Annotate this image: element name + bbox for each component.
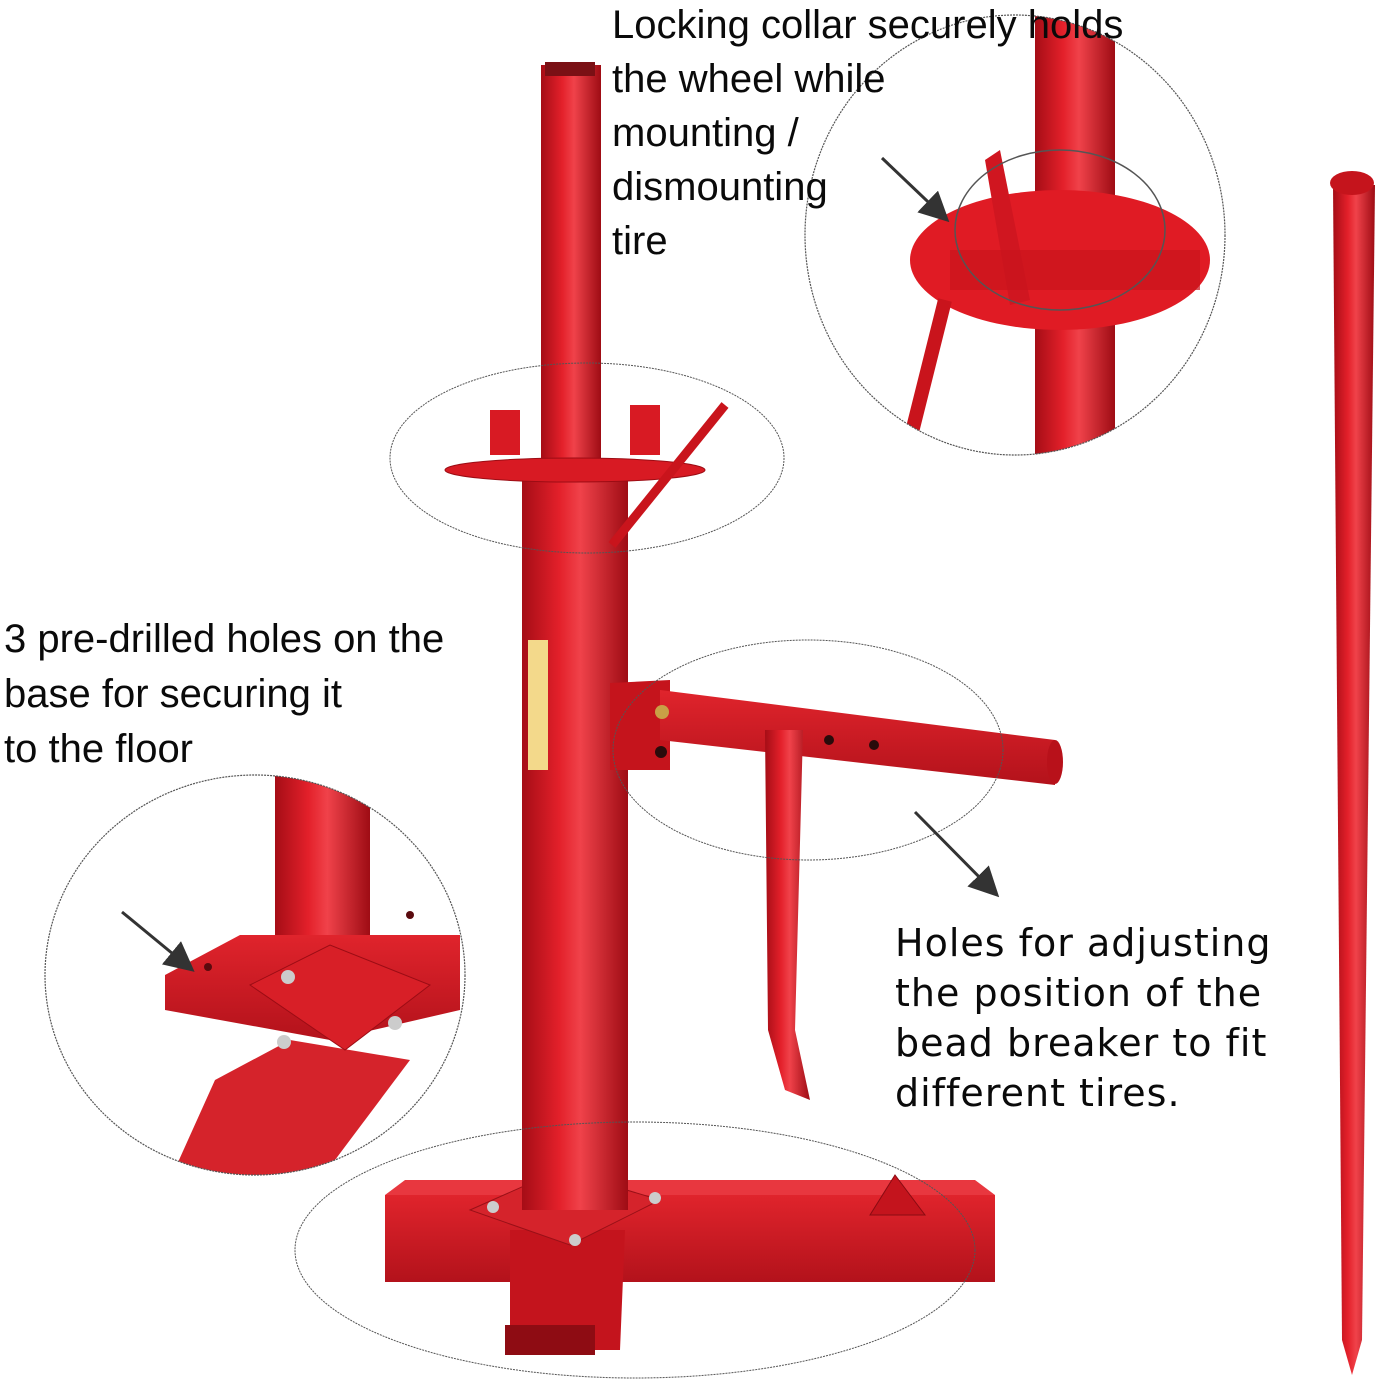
mount-demount-bar <box>1330 171 1375 1375</box>
base-holes-caption: 3 pre-drilled holes on the base for secu… <box>4 617 445 771</box>
locking-collar-caption: Locking collar securely holds the wheel … <box>612 3 1124 263</box>
collar-highlight-ring <box>389 362 785 554</box>
bead-breaker-caption: Holes for adjusting the position of the … <box>895 921 1272 1115</box>
base-detail-inset <box>44 774 466 1176</box>
arm-highlight-ring <box>612 639 1004 861</box>
main-column <box>444 62 729 1210</box>
arrow-icon <box>121 910 195 972</box>
base-highlight-ring <box>294 1121 976 1379</box>
arrow-icon <box>880 156 950 223</box>
base-assembly <box>385 1169 995 1355</box>
bead-breaker-arm <box>610 680 1063 1100</box>
arrow-icon <box>913 810 1000 898</box>
collar-detail-inset <box>804 14 1226 456</box>
